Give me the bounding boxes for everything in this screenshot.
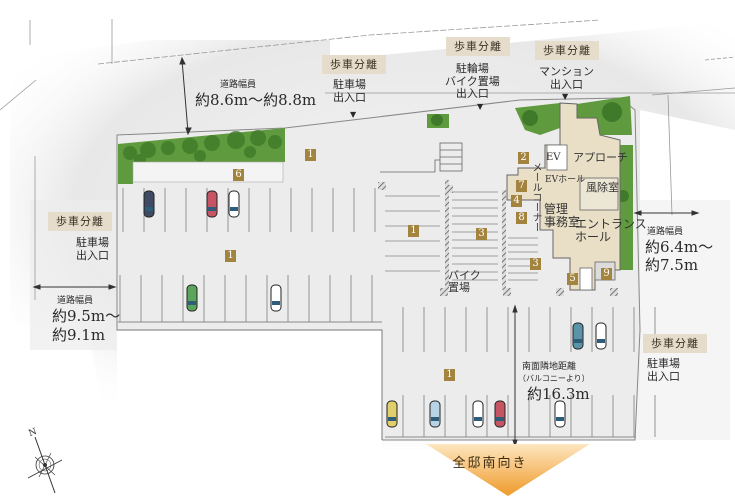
dimension-lines (32, 56, 700, 448)
car-windshield (272, 301, 280, 305)
east-road-width-value-2: 約7.5m (645, 256, 699, 274)
separation-badge-east: 歩車分離 (643, 334, 707, 353)
car-windshield (474, 417, 482, 421)
marker-1-south: 1 (444, 369, 455, 381)
car-windshield (556, 417, 564, 421)
car-windshield (574, 339, 582, 343)
pillars (378, 180, 618, 296)
north-parking-entrance-arrow: ▼ (350, 110, 357, 119)
parking-lines (118, 188, 656, 438)
car-windshield (188, 301, 196, 305)
car-windshield (230, 207, 238, 211)
car (143, 190, 155, 218)
car (554, 400, 566, 428)
marker-1-west: 1 (225, 250, 236, 262)
separation-badge-west: 歩車分離 (48, 212, 112, 231)
room-ev: EV (546, 152, 561, 163)
west-road-width-label: 道路幅員 (57, 296, 94, 306)
east-road-width-label: 道路幅員 (647, 227, 684, 237)
car (228, 190, 240, 218)
car-windshield (208, 207, 216, 211)
car-windshield (145, 207, 153, 211)
car (270, 284, 282, 312)
marker-7: 7 (516, 180, 527, 192)
stair-structure (380, 142, 463, 173)
room-management-office: 管理 事務室 (544, 202, 581, 230)
car (386, 400, 398, 428)
room-windbreak: 風除室 (586, 181, 619, 194)
compass-icon (27, 436, 63, 494)
marker-9: 9 (601, 268, 612, 280)
cars (143, 190, 607, 428)
north-road-width-value: 約8.6m〜約8.8m (195, 91, 317, 109)
marker-4: 4 (511, 195, 522, 207)
greenery-entrance (427, 96, 633, 270)
marker-3-right: 3 (530, 258, 541, 270)
west-parking-entrance-label: 駐車場 出入口 (76, 236, 109, 262)
car-windshield (597, 339, 605, 343)
car (572, 322, 584, 350)
room-mail-corner: メールコーナー (530, 162, 541, 232)
south-facing-banner-text: 全邸南向き (452, 456, 528, 471)
south-distance-value: 約16.3m (527, 385, 590, 403)
separation-badge-north-parking: 歩車分離 (322, 55, 386, 74)
north-road-width-label: 道路幅員 (220, 80, 257, 90)
south-distance-sub: （バルコニーより） (518, 374, 590, 383)
car-windshield (388, 417, 396, 421)
car-windshield (496, 417, 504, 421)
car (206, 190, 218, 218)
south-distance-label: 南面隣地距離 (522, 362, 577, 372)
car (472, 400, 484, 428)
east-road-width-value-1: 約6.4m〜 (645, 238, 714, 256)
bicycle-strip-6 (132, 161, 284, 183)
car-windshield (431, 417, 439, 421)
bike-parking-label: バイク 置場 (448, 269, 481, 295)
marker-2: 2 (518, 152, 529, 164)
car (595, 322, 607, 350)
marker-6: 6 (233, 169, 244, 181)
road-boundary-lines (0, 19, 735, 300)
marker-1-north: 1 (305, 149, 316, 161)
separation-badge-mansion: 歩車分離 (535, 41, 599, 60)
west-road-width-value-1: 約9.5m〜 (52, 307, 121, 325)
separation-badge-bicycle: 歩車分離 (446, 37, 510, 56)
west-road-width-value-2: 約9.1m (52, 326, 106, 344)
bicycle-racks (385, 191, 538, 281)
car (186, 284, 198, 312)
car (494, 400, 506, 428)
bicycle-bike-entrance-label: 駐輪場 バイク置場 出入口 (445, 62, 500, 101)
marker-3-left: 3 (476, 228, 487, 240)
marker-1-center: 1 (408, 225, 419, 237)
north-parking-entrance-label: 駐車場 出入口 (333, 78, 366, 104)
east-parking-entrance-label: 駐車場 出入口 (647, 357, 680, 383)
mansion-entrance-arrow: ▼ (562, 92, 569, 101)
room-entrance-hall: エントランス ホール (575, 217, 647, 245)
mansion-entrance-label: マンション 出入口 (539, 65, 594, 91)
room-approach: アプローチ (573, 151, 628, 164)
car (429, 400, 441, 428)
room-ev-hall: EVホール (545, 175, 586, 185)
bicycle-entrance-arrow: ▼ (477, 102, 484, 111)
marker-5: 5 (567, 273, 578, 285)
south-facing-banner (426, 444, 590, 496)
marker-8: 8 (516, 212, 527, 224)
greenery-northwest (118, 128, 285, 184)
building-footprint (506, 102, 621, 291)
